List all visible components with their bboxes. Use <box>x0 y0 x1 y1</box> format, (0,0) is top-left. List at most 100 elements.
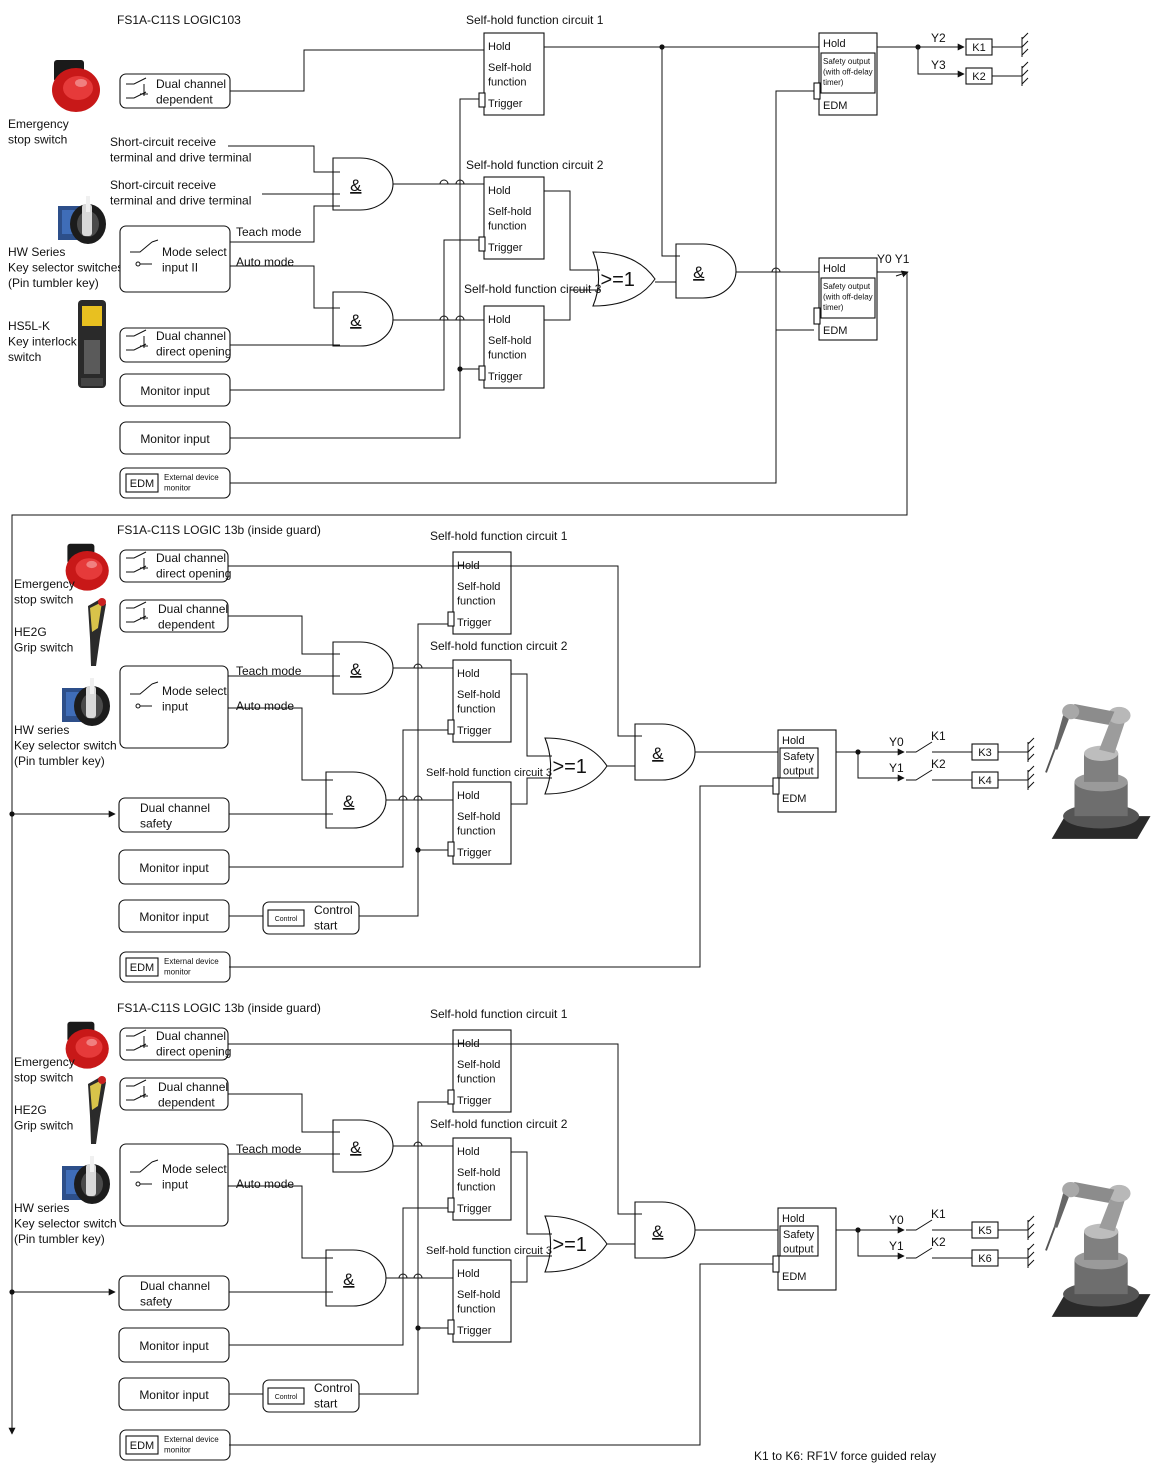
wire-crossover <box>455 315 465 321</box>
edm-tag <box>125 1435 159 1455</box>
wire <box>228 1185 333 1259</box>
section3-contact-symbol <box>126 1029 148 1051</box>
section2-control-tag <box>267 909 305 927</box>
section2-teach-mode-label: Teach mode <box>236 664 302 678</box>
s1-ground-1 <box>1021 32 1029 57</box>
section3-ground-2 <box>1027 1243 1035 1268</box>
section3-circuit-2-title: Self-hold function circuit 2 <box>430 1117 568 1131</box>
section2-control-tag-label: Control <box>275 916 298 923</box>
s1-y0-y1-label: Y0 Y1 <box>877 252 910 266</box>
s1-and-gate-2: & <box>332 291 394 347</box>
section2-dual-channel-safety-box <box>118 797 230 833</box>
section2-relay-contact-k1 <box>906 741 946 753</box>
section3-relay-contact-k1 <box>906 1219 946 1231</box>
section2-auto-mode-label: Auto mode <box>236 699 294 713</box>
s1-monitor-input-2-label: Monitor input <box>140 432 210 446</box>
wire <box>229 1263 773 1446</box>
hold-label: Hold <box>457 790 480 802</box>
wire <box>230 205 340 243</box>
wire-crossover <box>413 1141 423 1147</box>
section3-relay-coil-b-label: K6 <box>978 1253 991 1265</box>
wire <box>230 90 814 484</box>
section2-grip-switch-picture <box>88 598 106 666</box>
wire-crossover <box>455 179 465 185</box>
section2-title: FS1A-C11S LOGIC 13b (inside guard) <box>117 523 321 537</box>
s1-selector-symbol <box>130 239 159 267</box>
wire <box>228 615 340 655</box>
footnote-relay-note: K1 to K6: RF1V force guided relay <box>754 1449 936 1463</box>
section2-relay-contact-k2 <box>906 769 946 781</box>
hold-label: Hold <box>457 1146 480 1158</box>
section2-y0-label: Y0 <box>889 735 904 749</box>
section3-and-gate-2: & <box>325 1249 387 1307</box>
wire <box>229 1207 448 1346</box>
section3-mode-select-box <box>119 1143 229 1227</box>
hold-label: Hold <box>488 185 511 197</box>
wire <box>230 239 479 391</box>
section2-and-gate-2: & <box>325 771 387 829</box>
junction-dot <box>9 1289 15 1295</box>
and-gate-symbol: & <box>652 744 664 763</box>
section3-key-selector-picture <box>62 1156 110 1204</box>
wire-crossover <box>771 267 781 273</box>
section3-and-gate-1: & <box>332 1119 394 1173</box>
s1-or-gate: >=1 <box>592 251 656 307</box>
section3-teach-mode-label: Teach mode <box>236 1142 302 1156</box>
trigger-label: Trigger <box>457 847 492 859</box>
wire-crossover <box>398 1273 408 1279</box>
edm-tag <box>125 957 159 977</box>
wire-crossover <box>439 179 449 185</box>
s1-ground-2 <box>1021 61 1029 86</box>
wire-crossover <box>439 315 449 321</box>
or-gate-symbol: >=1 <box>552 756 586 778</box>
wire <box>511 1255 552 1283</box>
wire <box>228 1043 642 1215</box>
s1-teach-mode-label: Teach mode <box>236 225 302 239</box>
s1-circuit-3-title: Self-hold function circuit 3 <box>464 282 602 296</box>
section2-robot-arm-picture <box>1045 703 1152 840</box>
section3-control-tag-label: Control <box>275 1394 298 1401</box>
wire <box>359 1101 448 1395</box>
section2-relay-coil-a-label: K3 <box>978 747 991 759</box>
trigger-label: Trigger <box>457 725 492 737</box>
wire <box>511 1151 552 1235</box>
s1-key-interlock-picture <box>78 300 106 388</box>
edm-label: EDM <box>823 325 847 337</box>
and-gate-symbol: & <box>343 1270 355 1289</box>
wire <box>544 289 600 321</box>
section3-auto-mode-label: Auto mode <box>236 1177 294 1191</box>
wire <box>511 777 552 805</box>
s1-y2-label: Y2 <box>931 31 946 45</box>
section3-monitor-input-1-label: Monitor input <box>139 1339 209 1353</box>
wire <box>230 49 484 92</box>
section2-and-gate-1: & <box>332 641 394 695</box>
trigger-label: Trigger <box>457 1095 492 1107</box>
hold-label: Hold <box>823 263 846 275</box>
s1-emergency-stop-picture <box>52 60 100 112</box>
section3-contact-symbol <box>126 1079 148 1101</box>
trigger-label: Trigger <box>488 98 523 110</box>
